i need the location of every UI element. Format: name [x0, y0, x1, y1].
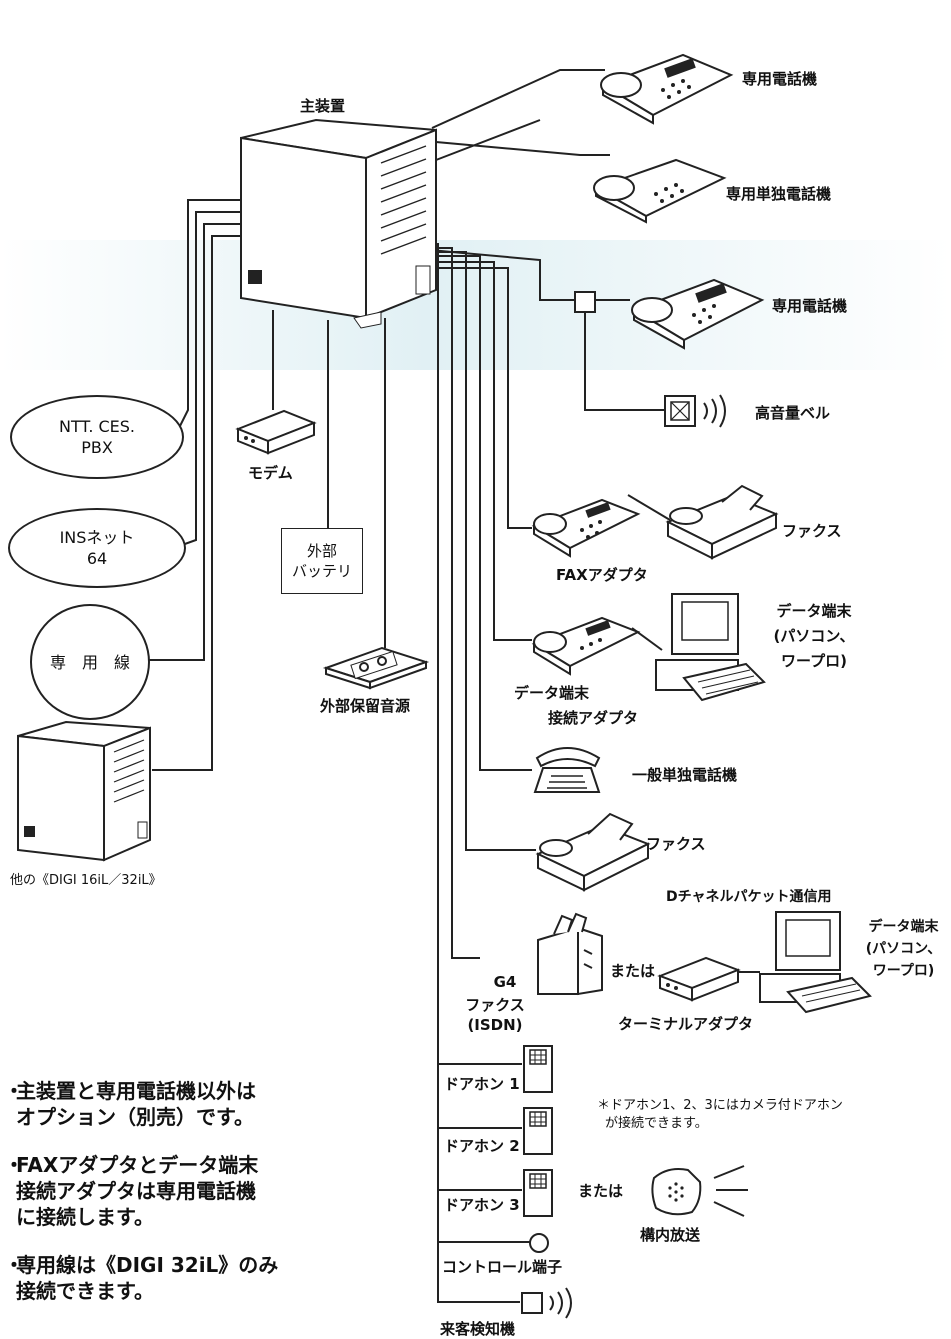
control-terminal-label: コントロール端子 [442, 1258, 563, 1276]
notes-list: ・ 主装置と専用電話機以外は オプション（別売）です。 ・ FAXアダプタとデー… [4, 1078, 324, 1326]
g4-fax-label-2: ファクス [465, 996, 525, 1014]
external-battery-box: 外部 バッテリ [281, 528, 363, 594]
visitor-detector-icon [521, 1287, 572, 1319]
external-battery-label-1: 外部 [306, 542, 337, 560]
fax-2-icon [535, 812, 651, 892]
data-terminal-adapter-label-1: データ端末 [514, 684, 590, 702]
data-terminal-1-label-3: ワープロ) [781, 652, 847, 670]
note-2-line-3: に接続します。 [16, 1205, 154, 1229]
note-3-line-1: 専用線は《DIGI 32iL》のみ [16, 1253, 279, 1277]
junction-box-icon [574, 291, 596, 313]
ntt-pbx-label-2: PBX [81, 438, 113, 457]
dedicated-phone-icon [600, 53, 734, 125]
dedicated-phone-2-label: 専用電話機 [772, 297, 848, 315]
ntt-pbx-label-1: NTT. CES. [58, 417, 136, 436]
fax-adapter-label: FAXアダプタ [556, 566, 648, 584]
doorphone-3-icon [523, 1169, 553, 1217]
visitor-detector-label: 来客検知機 [440, 1320, 516, 1338]
footnote-line-1: ＊ドアホン1、2、3にはカメラ付ドアホン [597, 1098, 843, 1113]
or-label-1: または [610, 962, 656, 980]
dedicated-single-phone-icon [593, 158, 727, 224]
doorphone-1-icon [523, 1045, 553, 1093]
leased-line-label: 専 用 線 [49, 652, 130, 672]
dedicated-phone-2-icon [631, 278, 765, 350]
loud-bell-icon [664, 394, 726, 428]
note-1-line-1: 主装置と専用電話機以外は [16, 1079, 256, 1103]
data-terminal-2-label-1: データ端末 [868, 919, 939, 935]
paging-speaker-icon [651, 1165, 748, 1217]
fax-2-label: ファクス [646, 835, 706, 853]
note-bullet: ・ [4, 1253, 24, 1277]
terminal-adapter-label: ターミナルアダプタ [618, 1015, 754, 1033]
data-terminal-2-label-2: (パソコン、 [865, 941, 942, 957]
external-hold-source-icon [322, 646, 430, 690]
g4-fax-label-1: G4 [493, 973, 517, 991]
fax-adapter-phone-icon [531, 498, 641, 558]
external-hold-source-label: 外部保留音源 [320, 697, 411, 715]
or-label-2: または [578, 1182, 624, 1200]
note-3-line-2: 接続できます。 [16, 1279, 154, 1303]
ins-net-label-2: 64 [86, 549, 108, 568]
other-digi-label: 他の《DIGI 16iL／32iL》 [10, 873, 162, 888]
fax-1-label: ファクス [782, 522, 842, 540]
note-bullet: ・ [4, 1153, 24, 1177]
doorphone-2-label: ドアホン 2 [444, 1137, 520, 1155]
doorphone-2-icon [523, 1107, 553, 1155]
data-terminal-1-icon [655, 593, 766, 702]
note-item: ・ 専用線は《DIGI 32iL》のみ 接続できます。 [4, 1252, 324, 1304]
data-terminal-1-label-1: データ端末 [776, 602, 852, 620]
ins-net-label-1: INSネット [59, 528, 135, 547]
g4-fax-icon [537, 912, 603, 996]
ntt-pbx-bubble: NTT. CES. PBX [10, 395, 184, 479]
doorphone-1-label: ドアホン 1 [444, 1075, 520, 1093]
dedicated-single-phone-label: 専用単独電話機 [726, 185, 832, 203]
external-battery-label-2: バッテリ [291, 562, 352, 580]
data-terminal-adapter-label-2: 接続アダプタ [548, 709, 639, 727]
data-terminal-2-label-3: ワープロ) [872, 963, 935, 979]
note-2-line-1: FAXアダプタとデータ端末 [16, 1153, 259, 1177]
data-terminal-1-label-2: (パソコン、 [773, 627, 855, 645]
note-2-line-2: 接続アダプタは専用電話機 [16, 1179, 256, 1203]
ins-net-bubble: INSネット 64 [8, 508, 186, 588]
note-1-line-2: オプション（別売）です。 [16, 1105, 254, 1129]
d-channel-packet-label: Dチャネルパケット通信用 [666, 889, 832, 905]
terminal-adapter-icon [657, 956, 741, 1002]
g4-fax-label-3: (ISDN) [467, 1016, 523, 1034]
loud-bell-label: 高音量ベル [755, 404, 831, 422]
note-item: ・ FAXアダプタとデータ端末 接続アダプタは専用電話機 に接続します。 [4, 1152, 324, 1230]
doorphone-3-label: ドアホン 3 [444, 1196, 520, 1214]
modem-icon [235, 409, 317, 455]
note-bullet: ・ [4, 1079, 24, 1103]
dedicated-phone-1-label: 専用電話機 [742, 70, 818, 88]
main-unit-label: 主装置 [300, 97, 346, 115]
note-item: ・ 主装置と専用電話機以外は オプション（別売）です。 [4, 1078, 324, 1130]
paging-label: 構内放送 [640, 1226, 701, 1244]
main-unit-icon [240, 118, 437, 329]
doorphone-footnote: ＊ドアホン1、2、3にはカメラ付ドアホン が接続できます。 [597, 1097, 843, 1133]
modem-label: モデム [248, 464, 293, 482]
control-terminal-icon [529, 1233, 549, 1253]
leased-line-bubble: 専 用 線 [30, 604, 150, 720]
data-terminal-2-icon [759, 911, 872, 1014]
data-terminal-adapter-phone-icon [531, 616, 641, 676]
general-single-phone-label: 一般単独電話機 [632, 766, 738, 784]
other-digi-unit-icon [17, 720, 151, 862]
fax-1-icon [665, 484, 779, 560]
general-single-phone-icon [533, 747, 601, 793]
footnote-line-2: が接続できます。 [605, 1116, 708, 1131]
